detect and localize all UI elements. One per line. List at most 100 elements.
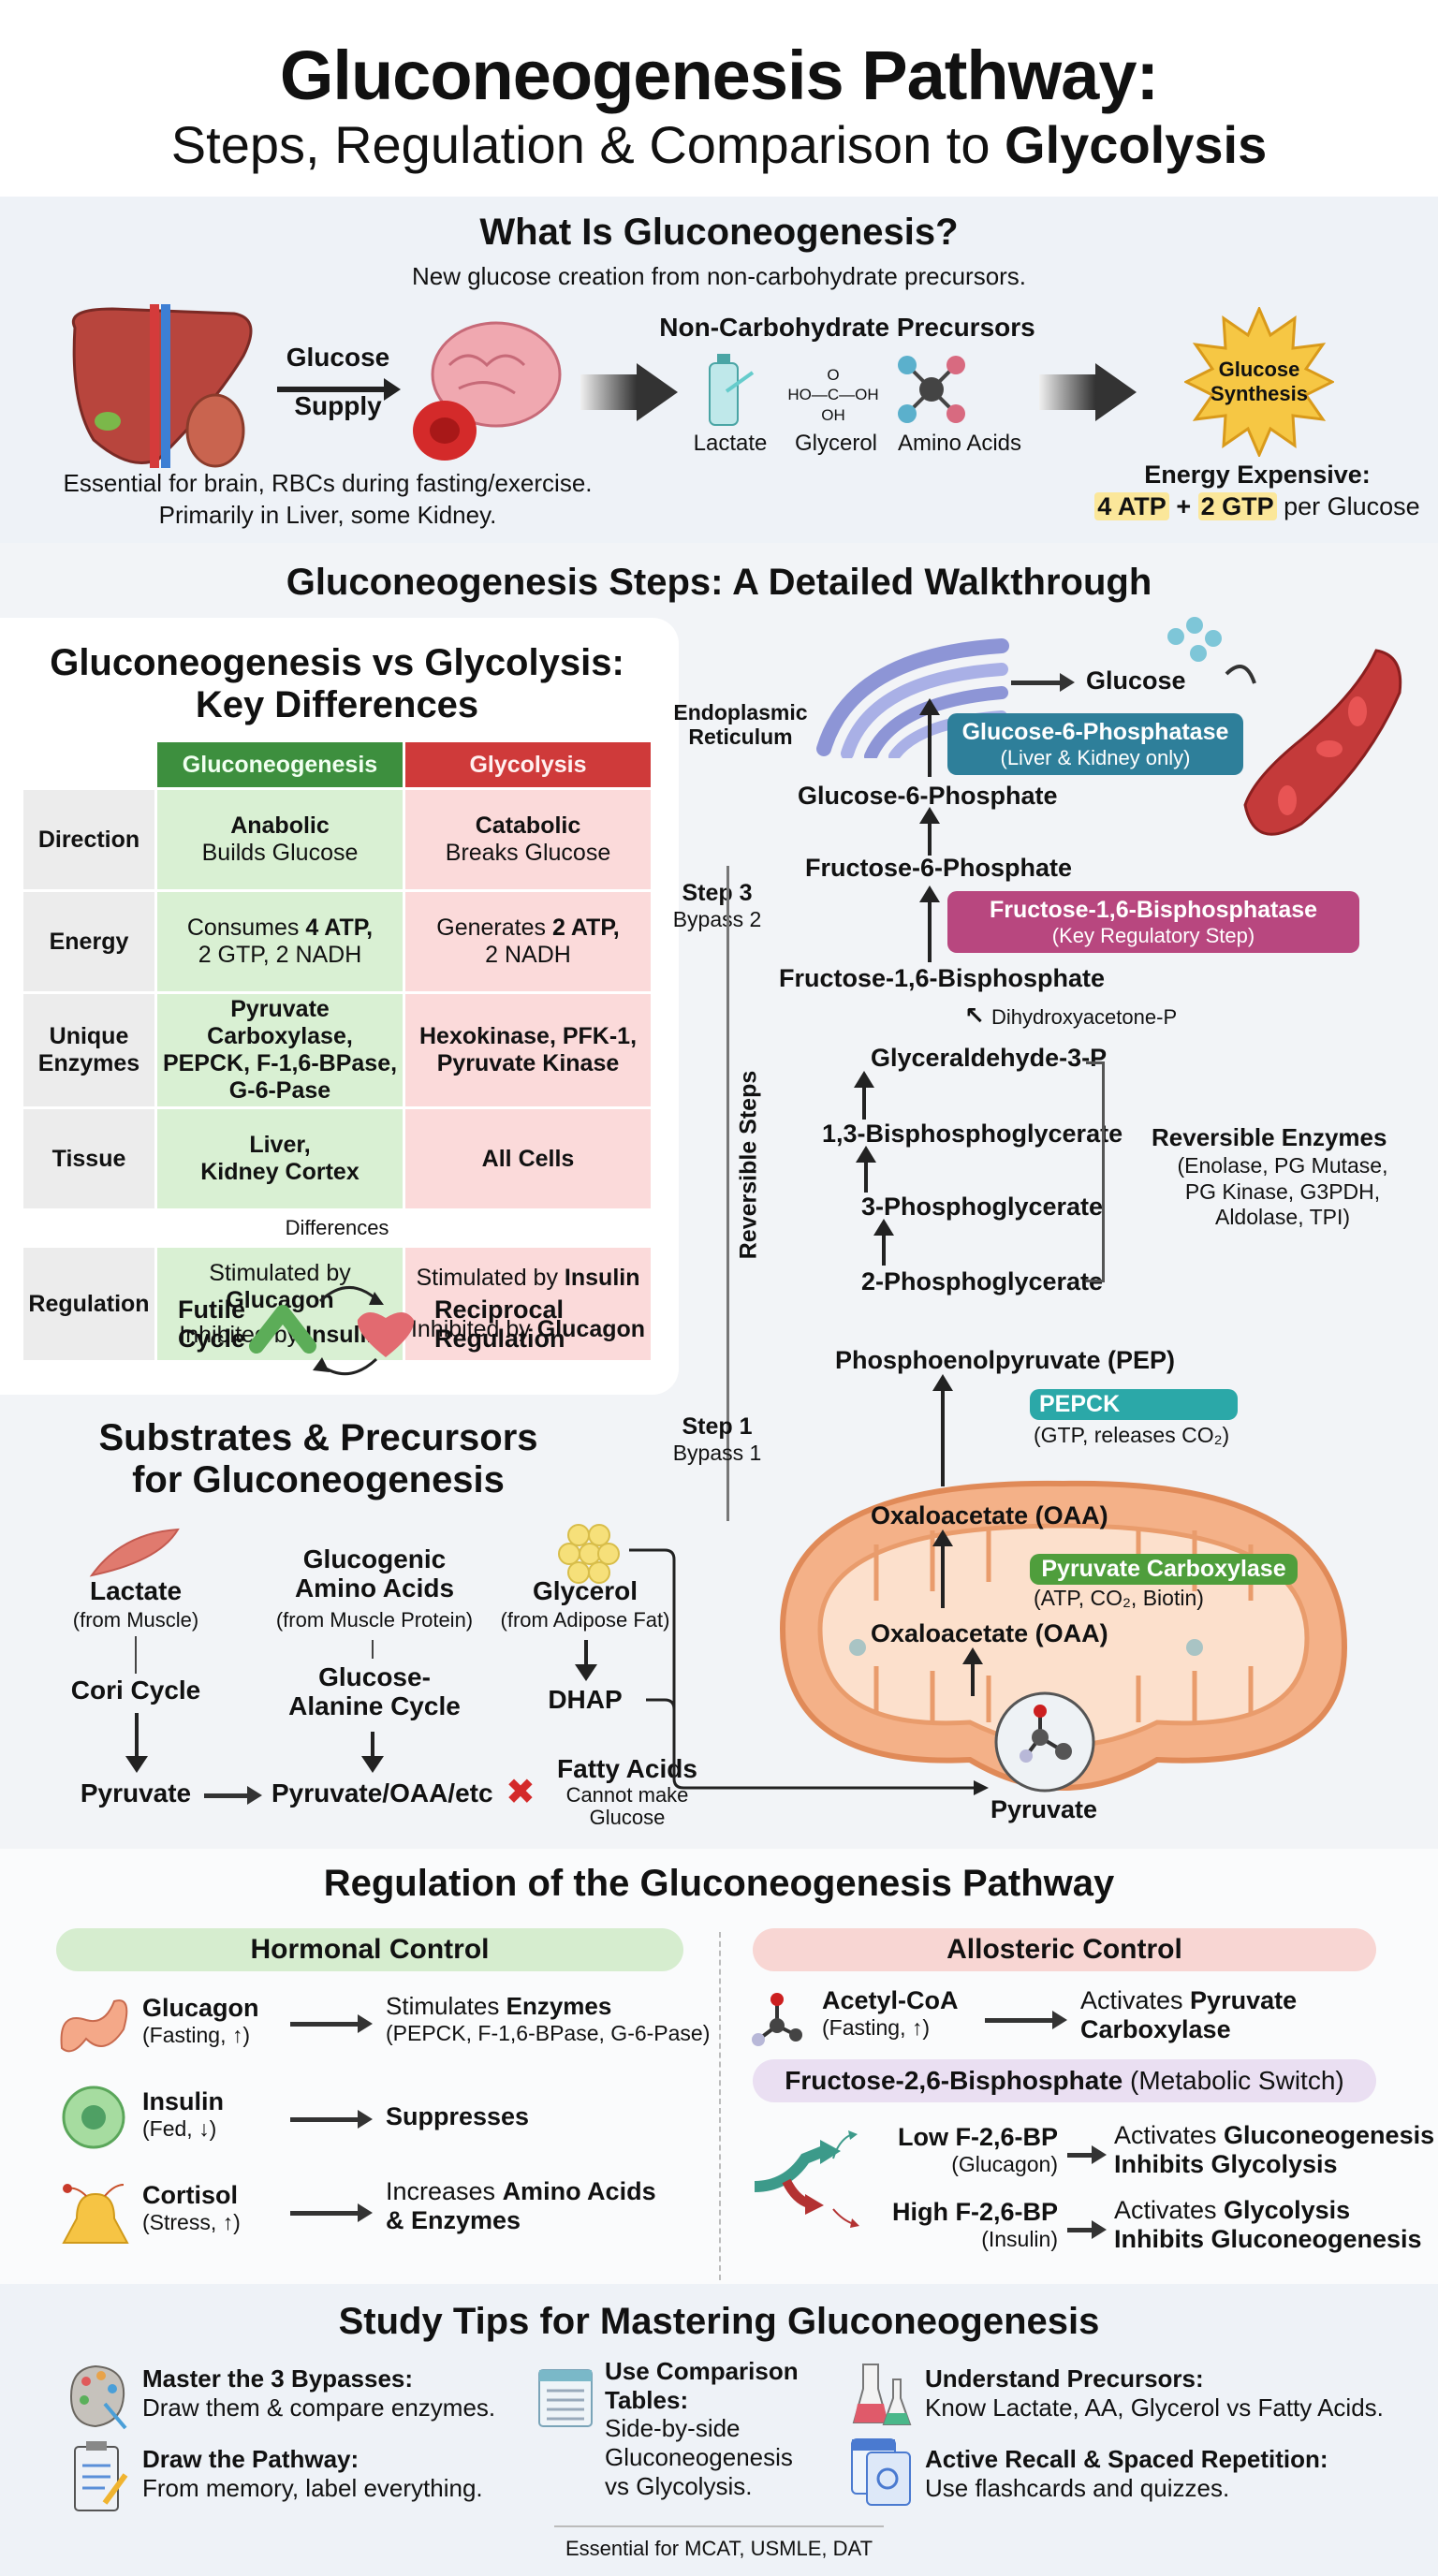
regulation-heading: Regulation of the Gluconeogenesis Pathwa… bbox=[323, 1863, 1115, 1904]
study-tips-section bbox=[0, 2284, 1438, 2576]
tip-text: vs Glycolysis. bbox=[605, 2471, 753, 2500]
effect-arrow bbox=[290, 2203, 373, 2222]
precursors-heading: Non-Carbohydrate Precursors bbox=[659, 313, 1035, 342]
effect-text: Activates bbox=[1114, 2121, 1225, 2149]
glycerol-source: (from Adipose Fat) bbox=[500, 1608, 670, 1632]
pyruvate-molecule-icon bbox=[994, 1691, 1095, 1793]
regulator-sub: (Insulin) bbox=[981, 2227, 1058, 2251]
high-f26bp-item: High F-2,6-BP(Insulin) bbox=[871, 2198, 1058, 2252]
regulator-name: High F-2,6-BP bbox=[891, 2198, 1058, 2226]
clipboard-icon bbox=[74, 2441, 128, 2511]
cell-bold: Insulin bbox=[564, 1265, 640, 1291]
glyco-cell: Generates 2 ATP,2 NADH bbox=[405, 892, 651, 991]
cell-line1: Liver, bbox=[249, 1132, 311, 1158]
table-corner bbox=[23, 742, 154, 787]
metabolite-oaa-top: Oxaloacetate (OAA) bbox=[871, 1501, 1108, 1530]
essential-line1: Essential for brain, RBCs during fasting… bbox=[63, 469, 593, 497]
hormone-name: Insulin bbox=[142, 2087, 224, 2115]
cell-text: 2 NADH bbox=[485, 942, 571, 968]
row-label: Energy bbox=[23, 892, 154, 991]
essential-line2: Primarily in Liver, some Kidney. bbox=[158, 500, 497, 529]
hormone-sub: (Fasting, ↑) bbox=[142, 2023, 251, 2047]
glucagon-effect: Stimulates Enzymes(PEPCK, F-1,6-BPase, G… bbox=[386, 1992, 710, 2046]
starburst-line1: Glucose bbox=[1218, 358, 1300, 381]
endoplasmic-reticulum-icon bbox=[816, 638, 1009, 758]
subtitle-bold: Glycolysis bbox=[1005, 115, 1268, 174]
aa-line1: Glucogenic bbox=[302, 1544, 447, 1573]
tip-title: Active Recall & Spaced Repetition: bbox=[925, 2445, 1328, 2473]
arrow-head bbox=[384, 378, 401, 401]
glyco-cell: All Cells bbox=[405, 1109, 651, 1208]
glycerol-formula: O HO—C—OH OH bbox=[786, 365, 880, 425]
gluco-regulation-cell: Stimulated by Glucagon Inhibited by Insu… bbox=[157, 1248, 403, 1360]
acetyl-coa-molecule-icon bbox=[752, 1993, 802, 2046]
precursor-glycerol: Glycerol bbox=[794, 431, 878, 456]
tip-text: Use flashcards and quizzes. bbox=[925, 2474, 1230, 2502]
intro-heading: What Is Gluconeogenesis? bbox=[479, 212, 959, 253]
metabolite-pep: Phosphoenolpyruvate (PEP) bbox=[835, 1346, 1176, 1374]
adipose-fat-icon bbox=[558, 1524, 620, 1584]
effect-bold: Glycolysis bbox=[1224, 2196, 1351, 2224]
glucose-supply-line1: Glucose bbox=[286, 343, 390, 372]
divider bbox=[719, 1932, 721, 2280]
lactate-name: Lactate bbox=[89, 1576, 183, 1605]
glucose-synthesis-starburst bbox=[1184, 307, 1334, 457]
energy-heading: Energy Expensive: bbox=[1144, 461, 1371, 489]
lactate-source: (from Muscle) bbox=[72, 1608, 199, 1632]
effect-line2: (PEPCK, F-1,6-BPase, G-6-Pase) bbox=[386, 2021, 711, 2045]
arrow-up bbox=[854, 1071, 874, 1120]
effect-line2: & Enzymes bbox=[386, 2206, 521, 2235]
energy-suffix: per Glucose bbox=[1276, 492, 1420, 520]
rev-enz-line: Aldolase, TPI) bbox=[1214, 1205, 1351, 1230]
liver-kidney-icon bbox=[71, 304, 253, 468]
essential-note: Essential for brain, RBCs during fasting… bbox=[19, 468, 637, 532]
metabolite-13bpg: 1,3-Bisphosphoglycerate bbox=[822, 1120, 1123, 1148]
energy-gtp: 2 GTP bbox=[1197, 492, 1277, 520]
steps-heading: Gluconeogenesis Steps: A Detailed Walkth… bbox=[286, 562, 1152, 603]
fa-note-line1: Cannot make bbox=[565, 1783, 689, 1807]
starburst-line2: Synthesis bbox=[1211, 382, 1308, 406]
differences-label: Differences bbox=[285, 1216, 389, 1239]
tip-text: Side-by-side bbox=[605, 2414, 741, 2443]
cortisol-effect: Increases Amino Acids& Enzymes bbox=[386, 2177, 656, 2235]
insulin-item: Insulin(Fed, ↓) bbox=[142, 2087, 224, 2142]
precursor-amino-acids: Amino Acids bbox=[897, 431, 1022, 456]
metabolite-g6p: Glucose-6-Phosphate bbox=[798, 782, 1058, 810]
tip-title: Master the 3 Bypasses: bbox=[142, 2364, 414, 2393]
brain-rbc-icon bbox=[413, 321, 562, 461]
tip-item: Understand Precursors:Know Lactate, AA, … bbox=[925, 2364, 1384, 2422]
acetyl-coa-item: Acetyl-CoA(Fasting, ↑) bbox=[822, 1986, 959, 2041]
enzyme-name: Fructose-1,6-Bisphosphatase bbox=[989, 897, 1318, 923]
tip-title: Draw the Pathway: bbox=[142, 2445, 360, 2473]
cell-text: Generates bbox=[436, 915, 552, 941]
subtitle-plain: Steps, Regulation & Comparison to bbox=[170, 115, 1005, 174]
tip-title: Understand Precursors: bbox=[925, 2364, 1204, 2393]
footer-divider bbox=[554, 2525, 884, 2527]
gluco-cell: Consumes 4 ATP,2 GTP, 2 NADH bbox=[157, 892, 403, 991]
glucagon-item: Glucagon(Fasting, ↑) bbox=[142, 1994, 259, 2048]
arrow-head bbox=[1095, 363, 1137, 421]
effect-line2: Inhibits Glycolysis bbox=[1114, 2150, 1338, 2179]
enzyme-note: (Key Regulatory Step) bbox=[1051, 923, 1255, 947]
regulator-name: Acetyl-CoA bbox=[822, 1986, 959, 2014]
row-label: Regulation bbox=[23, 1248, 154, 1360]
glucose-supply-arrow bbox=[277, 387, 389, 392]
amino-acids-source: (from Muscle Protein) bbox=[275, 1608, 474, 1632]
metabolite-g3p: Glyceraldehyde-3-P bbox=[871, 1044, 1108, 1072]
glycerol-to-pyruvate-connector bbox=[629, 1548, 989, 1795]
effect-bold: Enzymes bbox=[506, 1992, 612, 2020]
glucose-alanine-cycle: Glucose- Alanine Cycle bbox=[253, 1662, 496, 1721]
energy-atp: 4 ATP bbox=[1094, 492, 1169, 520]
gluco-cell: Liver,Kidney Cortex bbox=[157, 1109, 403, 1208]
arrow-up bbox=[919, 886, 940, 962]
substrates-heading-line1: Substrates & Precursors bbox=[98, 1417, 538, 1458]
arrow-down bbox=[135, 1713, 139, 1760]
hormone-name: Glucagon bbox=[142, 1994, 259, 2022]
metabolite-oaa-bottom: Oxaloacetate (OAA) bbox=[871, 1619, 1108, 1647]
pyruvate-to-oaa-arrow bbox=[204, 1786, 262, 1805]
footer-note: Essential for MCAT, USMLE, DAT bbox=[565, 2537, 873, 2560]
